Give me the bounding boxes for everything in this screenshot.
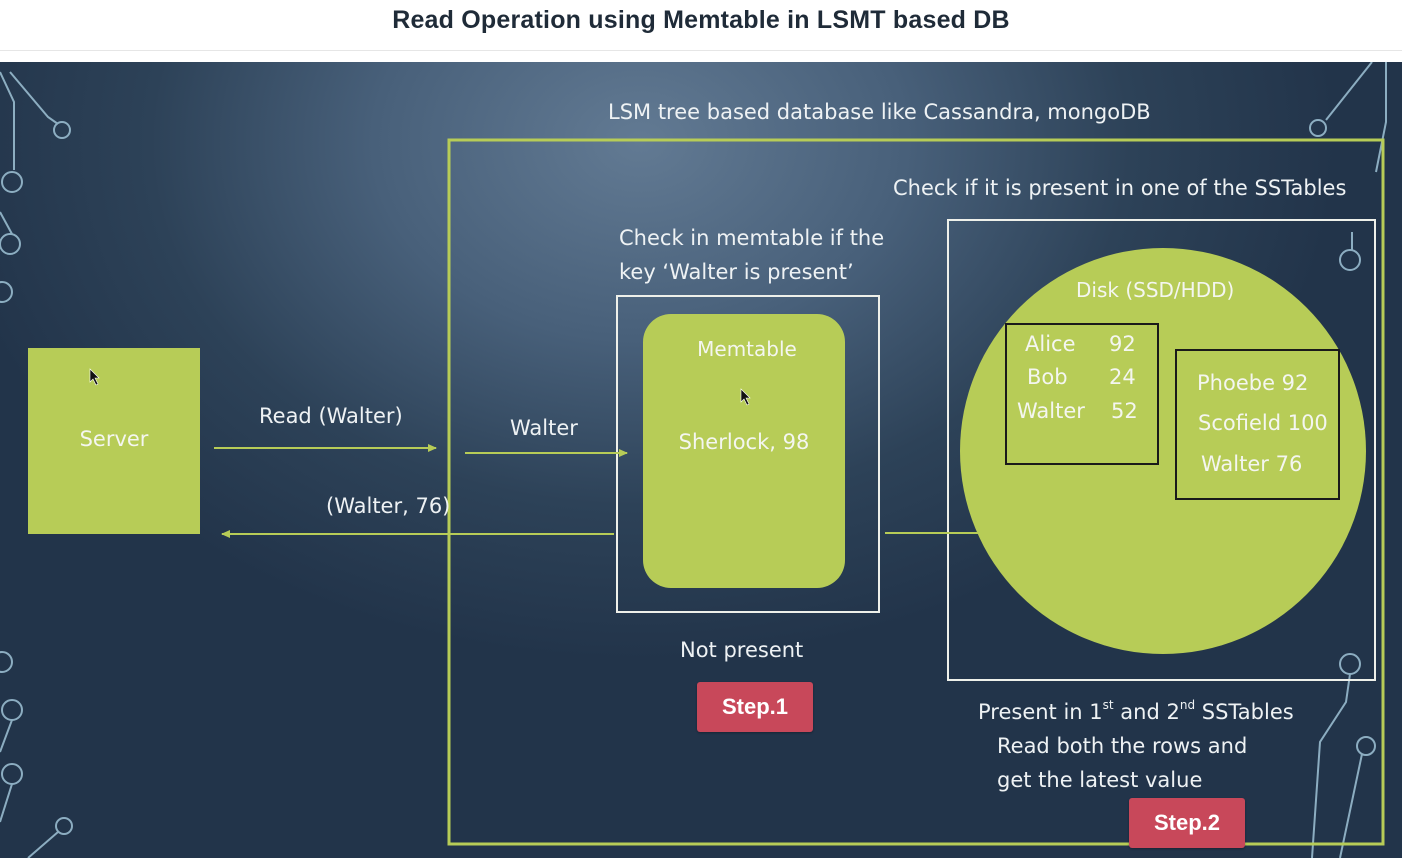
sstables-outer-box <box>947 219 1376 681</box>
sstable-2-row: Phoebe 92 <box>1197 371 1309 395</box>
database-boundary <box>447 138 1385 846</box>
title-bar: Read Operation using Memtable in LSMT ba… <box>0 0 1402 51</box>
sstable-1-row-value: 92 <box>1109 332 1136 356</box>
step-1-badge: Step.1 <box>697 682 813 732</box>
read-both-line-1: Read both the rows and <box>997 734 1248 758</box>
cursor-icon <box>89 368 100 386</box>
present-text: SSTables <box>1195 700 1294 724</box>
memtable-check-line-2: key ‘Walter is present’ <box>619 260 854 284</box>
circuit-decoration-right <box>1309 62 1387 858</box>
diagram-canvas: LSM tree based database like Cassandra, … <box>0 62 1402 858</box>
disk-label: Disk (SSD/HDD) <box>1076 278 1235 302</box>
memtable-check-caption: Check in memtable if the key ‘Walter is … <box>619 226 885 296</box>
sstable-1-row-value: 24 <box>1109 365 1136 389</box>
sstable-check-caption: Check if it is present in one of the SST… <box>893 176 1347 200</box>
not-present-label: Not present <box>680 638 804 662</box>
sstable-1-box <box>1005 323 1159 465</box>
present-sup-2: nd <box>1179 698 1196 712</box>
sstable-1-row-value: 52 <box>1111 399 1138 423</box>
sstable-1-row-name: Bob <box>1027 365 1068 389</box>
sstable-2-box <box>1175 349 1340 500</box>
page-title: Read Operation using Memtable in LSMT ba… <box>392 6 1010 34</box>
server-box-shape <box>28 348 200 534</box>
cursor-icon <box>740 388 751 406</box>
read-both-line-2: get the latest value <box>997 768 1203 792</box>
circuit-decoration-left <box>0 71 73 858</box>
step-2-badge: Step.2 <box>1129 798 1245 848</box>
disk-shape <box>960 248 1366 654</box>
server-label: Server <box>79 427 149 451</box>
sstable-2-row: Walter 76 <box>1201 452 1303 476</box>
db-caption: LSM tree based database like Cassandra, … <box>608 100 1151 124</box>
memtable-title: Memtable <box>697 337 797 361</box>
response-label: (Walter, 76) <box>326 494 451 518</box>
memtable-check-line-1: Check in memtable if the <box>619 226 885 250</box>
read-request-label: Read (Walter) <box>259 404 403 428</box>
memtable-entry: Sherlock, 98 <box>678 430 810 454</box>
memtable-shape <box>643 314 845 588</box>
present-text: and 2 <box>1113 700 1180 724</box>
sstable-1-row-name: Walter <box>1017 399 1085 423</box>
forward-key-label: Walter <box>510 416 578 440</box>
sstable-2-row-clip: Scofield 100 <box>1198 411 1338 441</box>
present-caption: Present in 1st and 2nd SSTables <box>978 698 1294 724</box>
sstable-2-row: Scofield 100 <box>1198 411 1328 435</box>
diagram-graphics <box>0 62 1387 858</box>
present-sup-1: st <box>1102 698 1114 712</box>
present-text: Present in 1 <box>978 700 1103 724</box>
sstable-1-row-name: Alice <box>1025 332 1076 356</box>
